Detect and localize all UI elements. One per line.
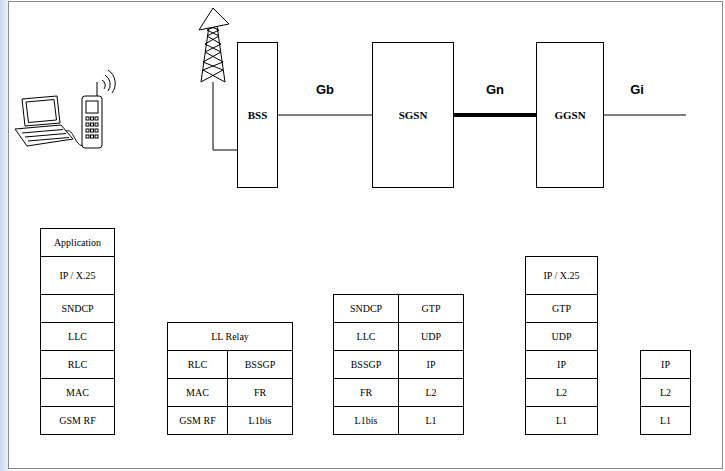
layer-name: MAC [186,387,209,398]
protocol-layer-box: IP / X.25 [525,256,598,295]
layer-name: UDP [421,331,441,342]
interface-line [278,115,372,116]
protocol-layer-box: LLC [333,322,399,351]
layer-name: Application [54,237,101,248]
layer-name: RLC [188,359,207,370]
protocol-layer-box: FR [333,378,399,407]
cable [66,131,84,146]
protocol-layer-box: L1 [398,406,464,435]
layer-name: GTP [422,303,441,314]
protocol-layer-box: LLC [40,322,115,351]
layer-name: L1bis [355,415,378,426]
layer-name: GTP [552,303,571,314]
protocol-layer-box: L2 [398,378,464,407]
layer-name: UDP [551,331,571,342]
layer-name: L1 [660,415,671,426]
layer-name: FR [360,387,372,398]
antenna-tower [199,8,229,82]
layer-name: GSM RF [179,415,215,426]
layer-name: L1 [556,415,567,426]
slide-edge [0,0,9,471]
protocol-layer-box: IP [398,350,464,379]
network-element-box: GGSN [536,42,604,188]
layer-name: L2 [556,387,567,398]
layer-name: BSSGP [351,359,382,370]
feeder-line [213,82,237,150]
layer-name: GGSN [554,109,585,121]
protocol-layer-box: FR [227,378,293,407]
gn-interface-line [454,113,536,117]
protocol-layer-box: BSSGP [227,350,293,379]
layer-name: SGSN [399,109,428,121]
protocol-layer-box: UDP [398,322,464,351]
protocol-layer-box: GTP [525,294,598,323]
layer-name: LLC [68,331,87,342]
protocol-layer-box: L2 [525,378,598,407]
radio-waves [102,70,115,93]
layer-name: BSSGP [245,359,276,370]
layer-name: GSM RF [59,415,95,426]
protocol-layer-box: IP [525,350,598,379]
layer-name: L1 [425,415,436,426]
protocol-layer-box: Application [40,228,115,257]
interface-name: Gi [628,82,646,97]
protocol-layer-box: L1bis [227,406,293,435]
protocol-layer-box: UDP [525,322,598,351]
layer-name: IP / X.25 [543,270,579,281]
gi-interface-line [604,115,686,116]
layer-name: FR [254,387,266,398]
layer-name: SNDCP [61,303,93,314]
protocol-layer-box: SNDCP [333,294,399,323]
layer-name: IP [557,359,566,370]
protocol-layer-box: L1bis [333,406,399,435]
layer-name: MAC [66,387,89,398]
layer-name: RLC [68,359,87,370]
interface-name: Gn [484,82,506,97]
protocol-layer-box: GSM RF [40,406,115,435]
protocol-layer-box: L2 [640,378,691,407]
interface-name: Gb [314,82,336,97]
layer-name: L2 [660,387,671,398]
laptop-icon [15,96,73,146]
layer-name: IP [427,359,436,370]
protocol-layer-box: BSSGP [333,350,399,379]
protocol-layer-box: LL Relay [167,322,293,351]
panel-frame [9,2,723,469]
protocol-layer-box: L1 [640,406,691,435]
layer-name: LLC [357,331,376,342]
protocol-layer-box: MAC [40,378,115,407]
layer-name: L2 [425,387,436,398]
layer-name: BSS [248,109,268,121]
protocol-layer-box: RLC [167,350,228,379]
protocol-layer-box: L1 [525,406,598,435]
layer-name: IP / X.25 [59,270,95,281]
network-element-box: SGSN [372,42,454,188]
protocol-layer-box: RLC [40,350,115,379]
layer-name: L1bis [249,415,272,426]
protocol-layer-box: SNDCP [40,294,115,323]
network-element-box: BSS [237,42,278,188]
phone-icon [82,82,102,148]
protocol-layer-box: IP [640,350,691,379]
protocol-layer-box: MAC [167,378,228,407]
layer-name: SNDCP [350,303,382,314]
layer-name: IP [661,359,670,370]
protocol-layer-box: GTP [398,294,464,323]
protocol-layer-box: IP / X.25 [40,256,115,295]
protocol-layer-box: GSM RF [167,406,228,435]
layer-name: LL Relay [211,331,249,342]
